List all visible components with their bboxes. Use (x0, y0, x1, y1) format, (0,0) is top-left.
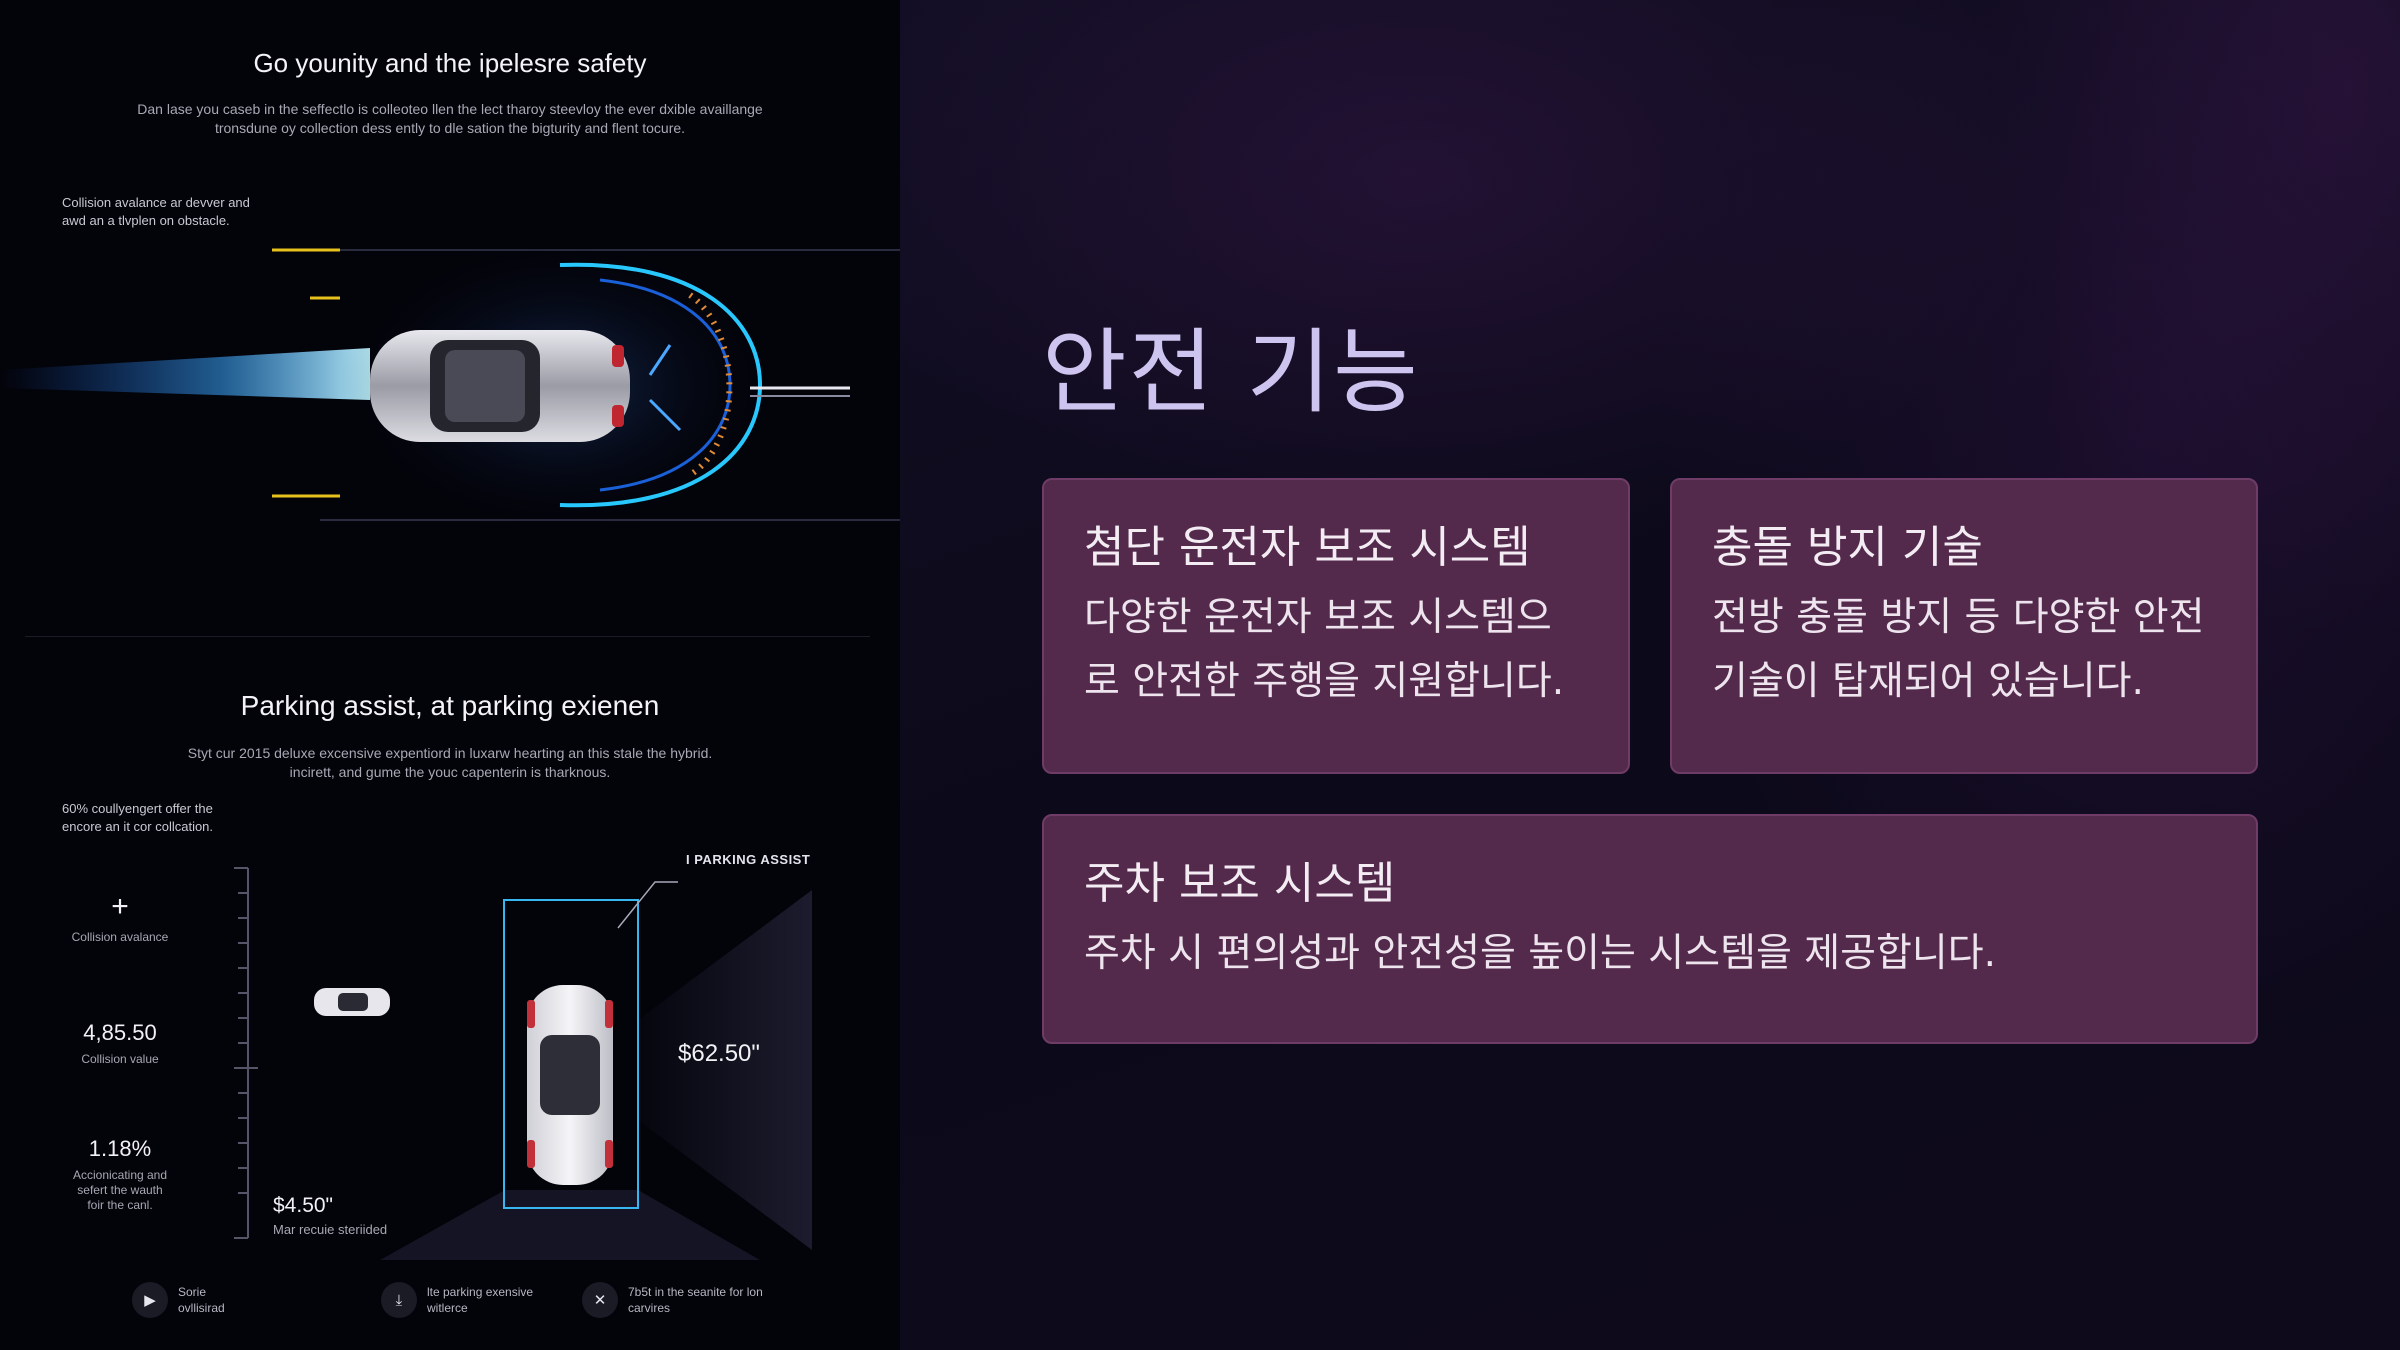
card-body: 주차 시 편의성과 안전성을 높이는 시스템을 제공합니다. (1084, 931, 1997, 976)
section2-description: Styt cur 2015 deluxe excensive expentior… (187, 745, 713, 780)
section2-title: Parking assist, at parking exienen (240, 690, 660, 721)
parking-assist-illustration (234, 867, 812, 1260)
parking-assist-label: I PARKING ASSIST (686, 852, 811, 867)
card-parking-assist: 주차 보조 시스템 주차 시 편의성과 안전성을 높이는 시스템을 제공합니다. (1042, 814, 2258, 1044)
card-adas: 첨단 운전자 보조 시스템 다양한 운전자 보조 시스템으 로 안전한 주행을 … (1042, 478, 1630, 774)
section1-title: Go younity and the ipelesre safety (253, 48, 647, 78)
price-bottom: $4.50" (273, 1194, 334, 1217)
card-title: 충돌 방지 기술 (1712, 522, 1983, 573)
stat-collision-avalance: + Collision avalance (40, 890, 200, 945)
cursor-icon: ▶ (132, 1282, 168, 1318)
footer-item-1: ▶ Sorie ovllisirad (132, 1282, 328, 1318)
price-bottom-subtitle: Mar recuie steriided (273, 1222, 388, 1237)
stat-collision-value: 4,85.50 Collision value (81, 1020, 159, 1066)
card-title: 주차 보조 시스템 (1084, 858, 1396, 909)
infographic-image: Go younity and the ipelesre safety Dan l… (0, 0, 900, 1350)
close-icon: ✕ (582, 1282, 618, 1318)
download-icon: ⤓ (381, 1282, 417, 1318)
section1-description: Dan lase you caseb in the seffectlo is c… (137, 101, 763, 136)
card-body: 전방 충돌 방지 등 다양한 안전 기술이 탑재되어 있습니다. (1712, 595, 2205, 704)
stat-percentage: 1.18% Accionicating and sefert the wauth… (72, 1136, 168, 1212)
collision-avoidance-illustration (0, 235, 900, 535)
section2-note: 60% coullyengert offer the encore an it … (62, 801, 214, 834)
plus-icon: + (111, 890, 129, 923)
footer-item-2: ⤓ lte parking exensive witlerce (381, 1282, 577, 1318)
card-body: 다양한 운전자 보조 시스템으 로 안전한 주행을 지원합니다. (1084, 595, 1565, 704)
slide-title: 안전 기능 (1042, 319, 1420, 426)
footer-item-3: ✕ 7b5t in the seanite for lon carvires (582, 1282, 778, 1318)
section-divider (25, 636, 870, 637)
card-title: 첨단 운전자 보조 시스템 (1084, 522, 1531, 573)
slide-content: 안전 기능 첨단 운전자 보조 시스템 다양한 운전자 보조 시스템으 로 안전… (900, 0, 2400, 1350)
section1-note: Collision avalance ar devver and awd an … (62, 195, 250, 228)
card-collision-prevention: 충돌 방지 기술 전방 충돌 방지 등 다양한 안전 기술이 탑재되어 있습니다… (1670, 478, 2258, 774)
price-right: $62.50" (678, 1040, 760, 1067)
